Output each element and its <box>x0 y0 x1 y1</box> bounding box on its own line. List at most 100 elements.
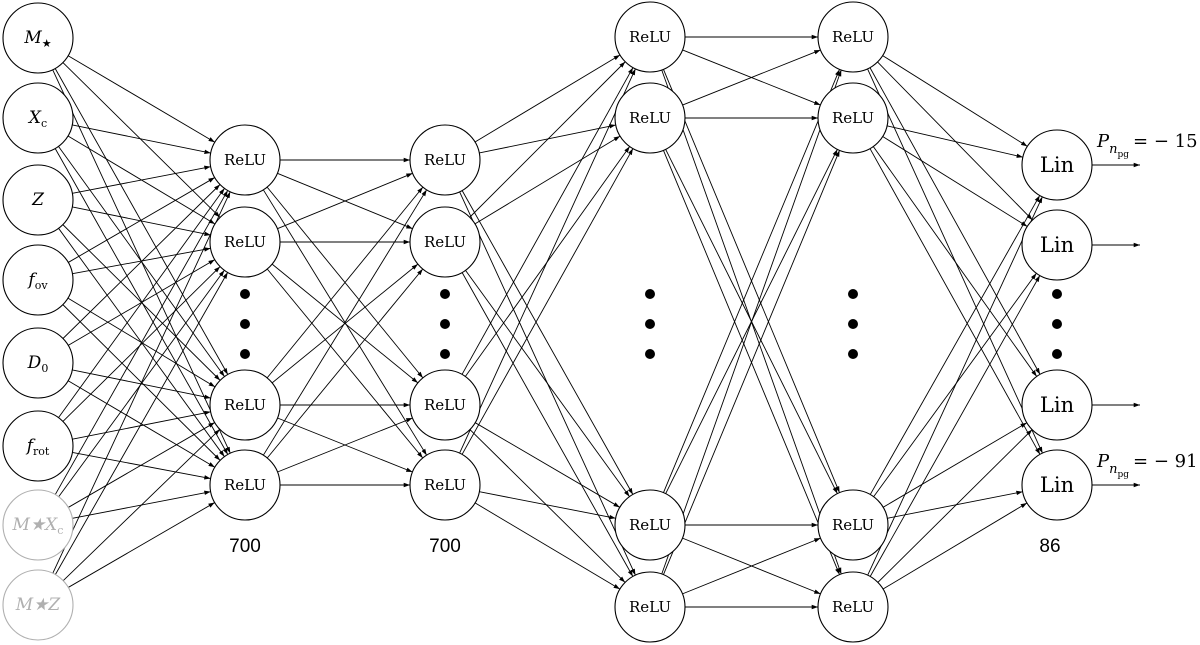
edge-l2-1-to-l3-3 <box>461 272 634 577</box>
layer-3-node-label: ReLU <box>629 28 671 46</box>
layer-5-count: 86 <box>1039 536 1060 557</box>
layer-2-node-label: ReLU <box>424 476 466 494</box>
layer-4-node-label: ReLU <box>832 28 874 46</box>
layer-3-node-3: ReLU <box>614 571 686 643</box>
edge-l3-1-to-l4-0 <box>682 49 821 106</box>
output-label-bottom: Pnpg= − 91 <box>1096 451 1198 480</box>
layer-4-node-0: ReLU <box>817 1 889 73</box>
layer-4-node-label: ReLU <box>832 598 874 616</box>
layer-1-node-label: ReLU <box>224 151 266 169</box>
edge-l1-3-to-l2-2 <box>277 417 413 473</box>
edge-input-2-to-l1-0 <box>72 165 211 194</box>
edge-input-1-to-l1-0 <box>72 124 211 154</box>
edge-l1-3-to-l2-1 <box>266 268 424 459</box>
layer-2-node-label: ReLU <box>424 396 466 414</box>
edge-l3-2-to-l4-0 <box>663 69 840 493</box>
layer-5-node-2: Lin <box>1021 369 1093 441</box>
input-label-7: M★Z <box>15 595 62 615</box>
edge-l3-3-to-l4-1 <box>663 150 840 575</box>
edge-l1-2-to-l2-0 <box>266 186 424 379</box>
layer-5-node-label: Lin <box>1040 233 1074 257</box>
ellipsis-dot-l4-2 <box>848 349 858 359</box>
edge-l2-0-to-l3-0 <box>474 54 621 143</box>
edge-l4-0-to-l5-0 <box>882 55 1028 147</box>
edge-l2-1-to-l3-0 <box>469 61 626 218</box>
edge-l4-1-to-l5-1 <box>882 136 1028 227</box>
edge-input-5-to-l1-2 <box>72 410 211 440</box>
layer-1-node-label: ReLU <box>224 476 266 494</box>
layer-4-node-label: ReLU <box>832 109 874 127</box>
input-label-6: M★Xc <box>12 515 64 537</box>
layer-2-node-3: ReLU <box>409 449 481 521</box>
edge-l2-0-to-l3-2 <box>461 190 634 495</box>
edge-input-1-to-l1-3 <box>54 148 229 455</box>
edge-l3-3-to-l4-2 <box>682 537 821 595</box>
ellipsis-dot-l2-1 <box>440 319 450 329</box>
edge-l2-3-to-l3-0 <box>459 68 636 454</box>
edge-l1-2-to-l2-1 <box>271 263 419 384</box>
layer-3-node-label: ReLU <box>629 516 671 534</box>
ellipsis-dot-l3-2 <box>645 349 655 359</box>
layer-2-count: 700 <box>429 536 461 557</box>
input-label-4: D0 <box>27 353 49 375</box>
edge-input-7-to-l1-3 <box>68 502 215 588</box>
layer-1-node-label: ReLU <box>224 396 266 414</box>
ellipsis-dot-l1-1 <box>240 319 250 329</box>
layer-1-node-1: ReLU <box>209 206 281 278</box>
layer-2-node-label: ReLU <box>424 233 466 251</box>
edge-l4-1-to-l5-0 <box>887 125 1023 158</box>
ellipsis-dot-l4-1 <box>848 319 858 329</box>
input-label-2: Z <box>31 190 45 210</box>
ellipsis-dot-l3-0 <box>645 289 655 299</box>
input-node-5: frot <box>2 410 74 482</box>
layer-2-node-1: ReLU <box>409 206 481 278</box>
edge-input-2-to-l1-1 <box>72 206 211 236</box>
ellipsis-dot-l2-0 <box>440 289 450 299</box>
edge-l4-2-to-l5-3 <box>887 490 1023 519</box>
ellipsis-dot-l5-1 <box>1052 319 1062 329</box>
layer-3-node-1: ReLU <box>614 82 686 154</box>
edge-input-3-to-l1-0 <box>68 177 215 263</box>
edge-l4-1-to-l5-3 <box>869 148 1041 455</box>
edge-input-6-to-l1-0 <box>54 190 229 495</box>
layer-4-node-3: ReLU <box>817 571 889 643</box>
edge-l4-0-to-l5-2 <box>869 67 1041 375</box>
edge-input-0-to-l1-2 <box>54 68 229 375</box>
input-node-4: D0 <box>2 327 74 399</box>
output-label-top: Pnpg= − 15 <box>1096 131 1198 160</box>
layer-4-node-label: ReLU <box>832 516 874 534</box>
layer-3-node-label: ReLU <box>629 109 671 127</box>
input-label-3: fov <box>26 270 48 292</box>
input-node-6: M★Xc <box>2 489 74 561</box>
edge-l4-1-to-l5-2 <box>872 146 1038 377</box>
input-label-1: Xc <box>27 108 47 130</box>
input-node-2: Z <box>2 164 74 236</box>
ellipsis-dot-l3-1 <box>645 319 655 329</box>
layer-2-node-0: ReLU <box>409 124 481 196</box>
edge-l4-0-to-l5-1 <box>877 61 1033 221</box>
edge-input-4-to-l1-0 <box>62 184 221 339</box>
layer-5-node-label: Lin <box>1040 153 1074 177</box>
layer-5-node-3: Lin <box>1021 449 1093 521</box>
layer-5-node-0: Lin <box>1021 129 1093 201</box>
input-node-3: fov <box>2 244 74 316</box>
ellipsis-dots <box>240 289 1062 359</box>
edge-l2-3-to-l3-3 <box>474 502 621 590</box>
edge-input-7-to-l1-2 <box>62 428 221 582</box>
edge-l2-3-to-l3-2 <box>479 491 616 520</box>
layer-4-node-1: ReLU <box>817 82 889 154</box>
edge-l2-2-to-l3-2 <box>474 422 621 508</box>
layer-4-node-2: ReLU <box>817 489 889 561</box>
input-node-1: Xc <box>2 82 74 154</box>
edge-input-0-to-l1-0 <box>67 55 216 143</box>
ellipsis-dot-l5-0 <box>1052 289 1062 299</box>
edge-l4-3-to-l5-1 <box>869 275 1041 577</box>
layer-1-node-2: ReLU <box>209 369 281 441</box>
edge-input-7-to-l1-0 <box>52 191 231 574</box>
ellipsis-dot-l1-2 <box>240 349 250 359</box>
edge-input-5-to-l1-0 <box>58 188 225 418</box>
layer-2-node-label: ReLU <box>424 151 466 169</box>
layer-1-count: 700 <box>229 536 261 557</box>
input-label-5: frot <box>25 436 50 458</box>
